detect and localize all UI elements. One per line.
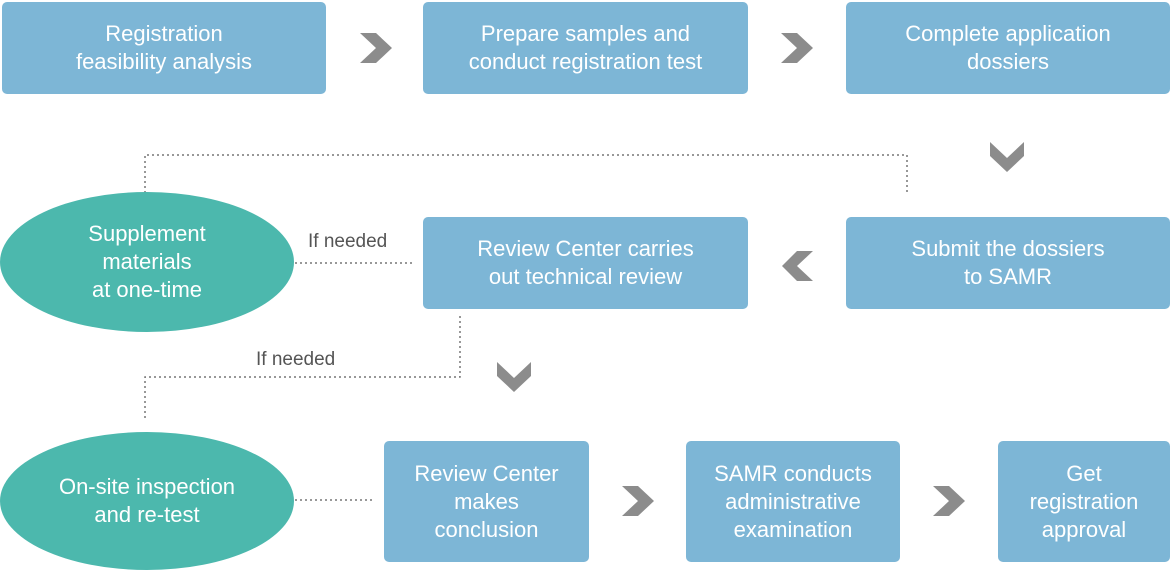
branch-supplement-materials: Supplement materials at one-time: [0, 192, 294, 332]
step-label: Registration feasibility analysis: [75, 21, 253, 74]
step-label: Review Center makes conclusion: [414, 460, 559, 542]
step-review-conclusion: Review Center makes conclusion: [384, 441, 589, 562]
step-label: Prepare samples and conduct registration…: [468, 21, 703, 74]
chevron-right-icon: [360, 33, 392, 63]
chevron-down-icon: [497, 362, 531, 392]
step-technical-review: Review Center carries out technical revi…: [423, 217, 748, 309]
dotted-connector-review-inspection: [144, 316, 461, 420]
branch-onsite-inspection: On-site inspection and re-test: [0, 432, 294, 570]
step-label: Get registration approval: [1029, 460, 1139, 542]
step-complete-dossiers: Complete application dossiers: [846, 2, 1170, 94]
step-label: Review Center carries out technical revi…: [477, 236, 694, 289]
step-feasibility-analysis: Registration feasibility analysis: [2, 2, 326, 94]
if-needed-label: If needed: [256, 349, 336, 370]
chevron-down-icon: [990, 142, 1024, 172]
step-samr-examination: SAMR conducts administrative examination: [686, 441, 900, 562]
chevron-right-icon: [781, 33, 813, 63]
branch-label: Supplement materials at one-time: [88, 221, 206, 302]
chevron-right-icon: [622, 486, 654, 516]
step-registration-approval: Get registration approval: [998, 441, 1170, 562]
chevron-right-icon: [933, 486, 965, 516]
branch-label: On-site inspection and re-test: [58, 474, 236, 527]
dotted-connector-supplement-loop: [144, 154, 908, 195]
step-label: Submit the dossiers to SAMR: [911, 236, 1105, 289]
if-needed-label: If needed: [308, 231, 388, 252]
step-label: SAMR conducts administrative examination: [714, 460, 872, 542]
step-prepare-samples: Prepare samples and conduct registration…: [423, 2, 748, 94]
step-label: Complete application dossiers: [905, 21, 1111, 74]
step-submit-dossiers: Submit the dossiers to SAMR: [846, 217, 1170, 309]
chevron-left-icon: [782, 251, 813, 281]
